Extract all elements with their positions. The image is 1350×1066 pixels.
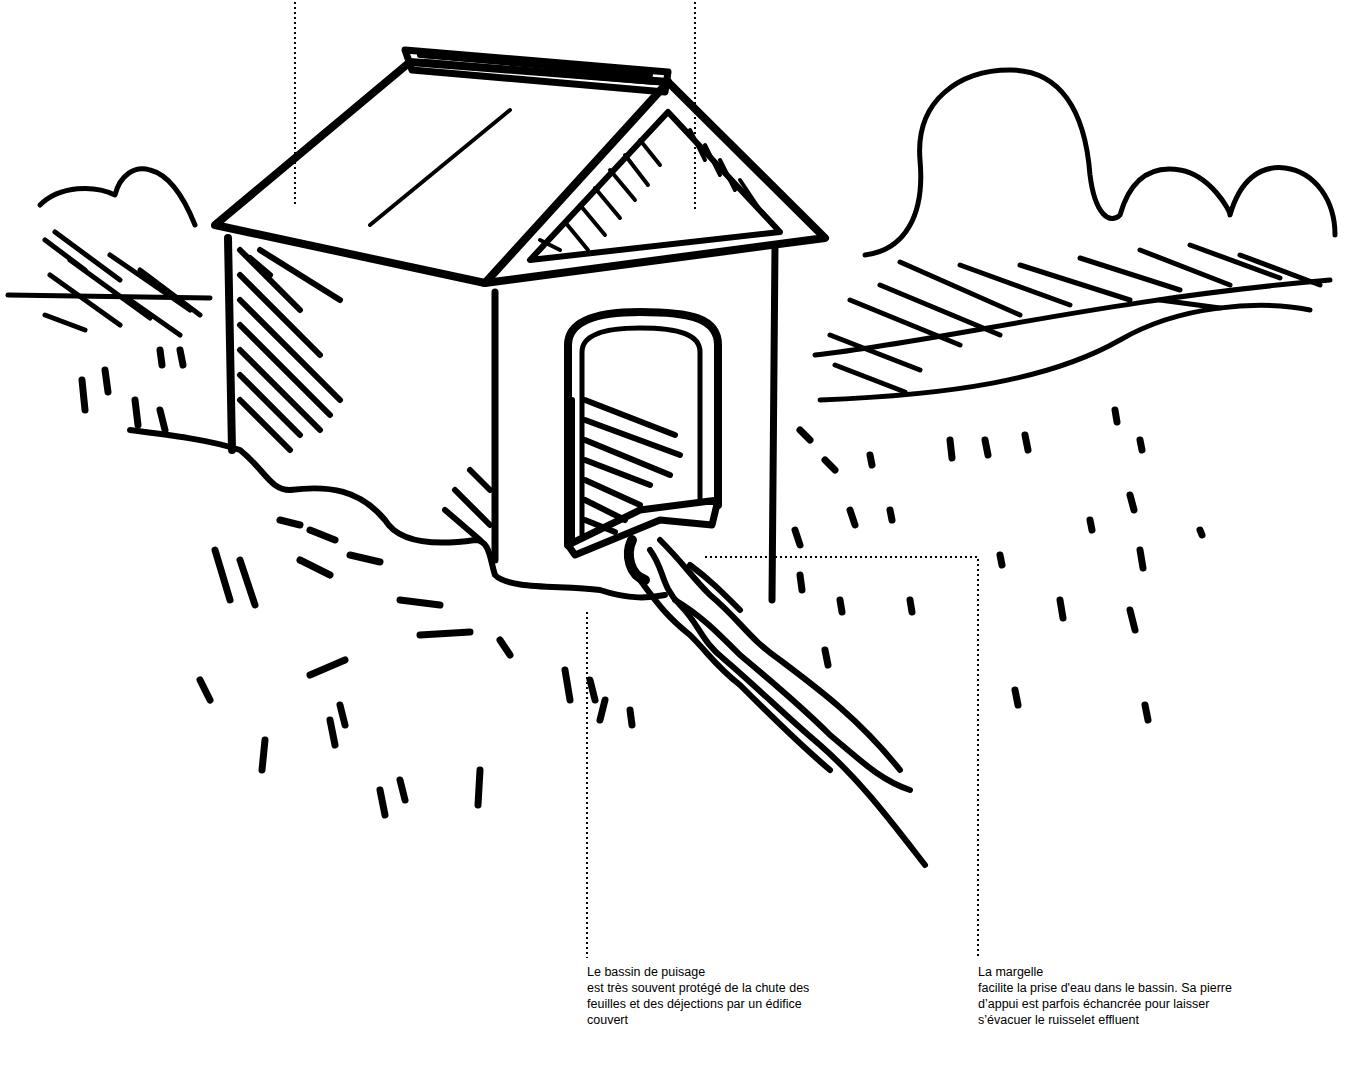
sketch-strokes xyxy=(8,50,1335,865)
callout-text: facilite la prise d'eau dans le bassin. … xyxy=(978,980,1240,1028)
bush-outline xyxy=(865,70,1335,255)
spout xyxy=(629,540,645,580)
wall-edge xyxy=(492,292,499,560)
gable-hatching xyxy=(540,130,760,250)
ground-line xyxy=(130,430,665,597)
leader-line xyxy=(586,612,588,958)
bush-outline xyxy=(40,169,195,225)
leader-line xyxy=(294,2,296,205)
gable-inner xyxy=(530,112,780,260)
callout-heading: Le bassin de puisage xyxy=(587,964,837,980)
hedge-hatching xyxy=(8,232,210,335)
stream xyxy=(640,540,925,865)
callout-text: est très souvent protégé de la chute des… xyxy=(587,980,827,1028)
leader-lines xyxy=(295,2,978,958)
roof-ridge xyxy=(405,50,668,92)
callout-heading: La margelle xyxy=(978,964,1248,980)
leader-line xyxy=(694,2,696,212)
field-hatching xyxy=(815,245,1330,400)
roof-line xyxy=(370,110,510,225)
grass-marks xyxy=(82,350,1202,815)
ridge-hatching xyxy=(420,55,655,82)
wall-edge xyxy=(772,245,775,600)
margelle xyxy=(568,500,718,555)
wall-edge xyxy=(228,238,232,450)
leader-line xyxy=(705,557,978,958)
wall-shading xyxy=(240,250,490,540)
